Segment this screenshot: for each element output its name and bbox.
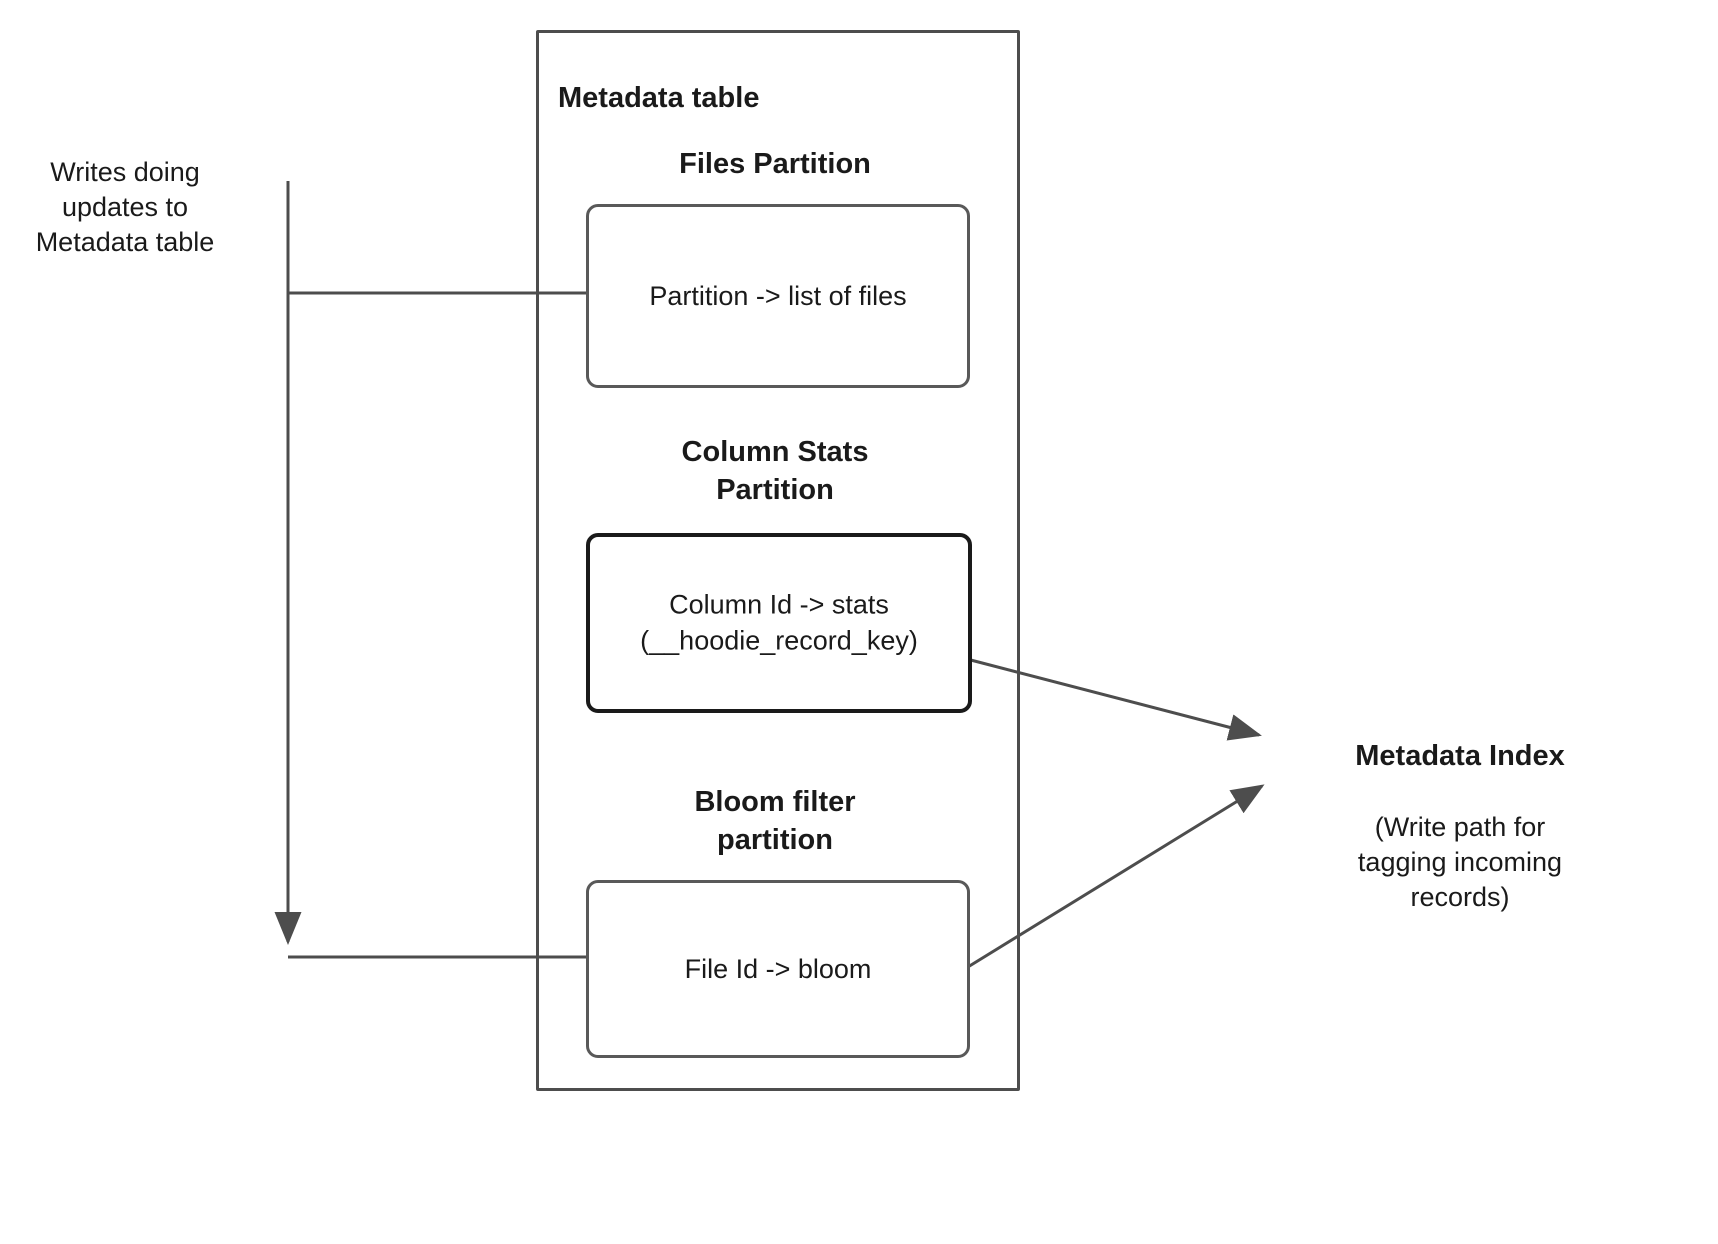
bloom-filter-partition-heading: Bloom filter partition	[694, 786, 856, 856]
column-stats-partition-box: Column Id -> stats (__hoodie_record_key)	[586, 533, 972, 713]
bloom-filter-partition-box: File Id -> bloom	[586, 880, 970, 1058]
files-partition-box-text: Partition -> list of files	[649, 280, 907, 311]
column-stats-partition-box-text: Column Id -> stats (__hoodie_record_key)	[640, 589, 918, 656]
metadata-index-subtitle: (Write path for tagging incoming records…	[1357, 812, 1563, 913]
metadata-table-title: Metadata table	[558, 82, 760, 114]
bloom-filter-partition-box-text: File Id -> bloom	[684, 953, 872, 984]
writes-note-label: Writes doing updates to Metadata table	[35, 157, 215, 258]
files-partition-heading: Files Partition	[679, 148, 871, 180]
metadata-index-title: Metadata Index	[1355, 740, 1565, 772]
files-partition-box: Partition -> list of files	[586, 204, 970, 388]
column-stats-partition-heading: Column Stats Partition	[681, 436, 869, 506]
metadata-table-container	[536, 30, 1020, 1091]
